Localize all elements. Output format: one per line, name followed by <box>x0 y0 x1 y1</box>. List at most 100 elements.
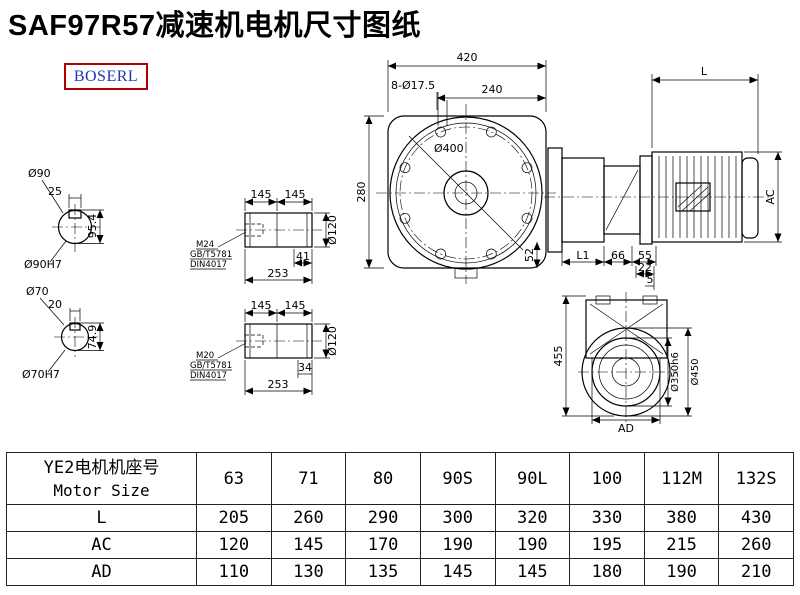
dim-d350-label: Ø350h6 <box>669 352 681 392</box>
value-cell: 130 <box>270 558 347 586</box>
value-cell: 170 <box>345 531 421 559</box>
boserl-logo: BOSERL <box>64 63 148 90</box>
terminal-box <box>675 182 711 212</box>
boserl-logo-text: BOSERL <box>73 67 139 85</box>
table-header-row: YE2电机机座号 Motor Size 63 71 80 90S 90L 100… <box>6 452 794 505</box>
shaft-center-circle <box>454 181 478 205</box>
dim-d90-label: Ø90 <box>28 167 51 180</box>
dim-25-label: 25 <box>48 185 62 198</box>
value-cell: 145 <box>270 531 347 559</box>
value-cell: 260 <box>270 504 347 532</box>
m24-dim-41-label: 41 <box>296 250 310 263</box>
m20-shaft-steps <box>249 324 308 358</box>
dim-d400-label: Ø400 <box>434 142 464 155</box>
size-column-header: 90S <box>419 452 496 505</box>
shaft-detail-m24: 145 145 Ø120 M24 GB/T5781 DIN4017 41 253 <box>190 188 339 284</box>
m20-std-din-label: DIN4017 <box>190 371 227 381</box>
shaft-bore-circle <box>443 170 489 216</box>
dim-5-label: 5 <box>647 273 654 286</box>
flange-bore-circle <box>611 357 641 387</box>
dim-l1-label: L1 <box>576 249 589 262</box>
value-cell: 210 <box>718 558 794 586</box>
motor-size-table: YE2电机机座号 Motor Size 63 71 80 90S 90L 100… <box>6 452 794 586</box>
size-column-header: 90L <box>494 452 571 505</box>
motor-size-header-cell: YE2电机机座号 Motor Size <box>6 452 197 505</box>
m24-thread-label: M24 <box>196 240 214 250</box>
value-cell: 205 <box>196 504 272 532</box>
m20-dim-145b-label: 145 <box>285 299 306 312</box>
motor-flange <box>639 155 653 245</box>
table-row-ac: AC 120 145 170 190 190 195 215 260 <box>6 531 794 559</box>
section-70-keyway <box>69 322 81 331</box>
dim-d450-label: Ø450 <box>689 359 701 386</box>
shaft-section-90: Ø90 25 95.4 Ø90H7 <box>24 167 104 271</box>
gearbox-side-body <box>561 157 605 243</box>
dimension-drawing: Ø400 420 240 8-Ø17.5 280 52 L AC <box>22 51 782 435</box>
dim-bolt-holes-label: 8-Ø17.5 <box>391 79 435 92</box>
d400-diameter-line <box>408 135 524 251</box>
flange-inner-circle <box>598 344 654 400</box>
value-cell: 290 <box>345 504 421 532</box>
m24-std-gb-label: GB/T5781 <box>190 250 232 260</box>
dim-52-label: 52 <box>523 248 536 262</box>
table-row-l: L 205 260 290 300 320 330 380 430 <box>6 504 794 532</box>
page-title: SAF97R57减速机电机尺寸图纸 <box>8 10 421 42</box>
d70-leader-line <box>39 297 65 326</box>
d90h7-leader-line <box>49 240 67 263</box>
m20-tapped-hole <box>245 334 264 348</box>
m20-dim-34-label: 34 <box>298 361 312 374</box>
value-cell: 380 <box>643 504 720 532</box>
m24-shaft-steps <box>249 213 308 247</box>
coupling-hatch-line <box>605 169 639 231</box>
dim-22-label: 22 <box>638 261 652 274</box>
row-label: AC <box>6 531 197 559</box>
dim-240-label: 240 <box>482 83 503 96</box>
d90-leader-line <box>41 179 64 214</box>
shaft-section-70: Ø70 20 74.9 Ø70H7 <box>22 285 104 381</box>
dim-280-label: 280 <box>355 182 368 203</box>
m24-dim-d120-label: Ø120 <box>326 215 339 245</box>
m20-thread-label: M20 <box>196 351 214 361</box>
value-cell: 145 <box>419 558 496 586</box>
dim-95-4-label: 95.4 <box>86 214 99 239</box>
bolt-holes-leader-lines <box>437 92 448 126</box>
housing-bottom-boss <box>454 267 478 279</box>
m20-label-leader-lines <box>190 342 247 381</box>
size-column-header: 100 <box>569 452 645 505</box>
value-cell: 120 <box>196 531 272 559</box>
dim-20-label: 20 <box>48 298 62 311</box>
section-90-keyway <box>68 209 82 219</box>
m24-label-leader-lines <box>190 231 247 270</box>
value-cell: 190 <box>494 531 571 559</box>
value-cell: 215 <box>643 531 720 559</box>
value-cell: 195 <box>569 531 645 559</box>
dim-ad-label: AD <box>618 422 634 435</box>
flange-rim-circle <box>395 122 537 264</box>
table-row-ad: AD 110 130 135 145 145 180 190 210 <box>6 558 794 586</box>
dim-66-label: 66 <box>611 249 625 262</box>
value-cell: 260 <box>718 531 794 559</box>
value-cell: 135 <box>345 558 421 586</box>
m20-std-gb-label: GB/T5781 <box>190 361 232 371</box>
dim-25-ext-lines <box>68 194 82 208</box>
dim-ac-label: AC <box>764 189 777 204</box>
flange-rib-cross <box>589 303 664 355</box>
bolt-pitch-circle <box>399 126 533 260</box>
size-column-header: 112M <box>643 452 720 505</box>
m20-dim-253-label: 253 <box>268 378 289 391</box>
dim-420-label: 420 <box>457 51 478 64</box>
m20-shaft-outline <box>244 323 313 359</box>
m24-dim-253-label: 253 <box>268 267 289 280</box>
flange-bottom-view: 455 Ø350h6 Ø450 AD <box>552 292 701 435</box>
dim-l-ext-lines <box>651 74 759 154</box>
m20-dim-145a-label: 145 <box>251 299 272 312</box>
motor-size-label-cn: YE2电机机座号 <box>43 457 160 478</box>
value-cell: 180 <box>569 558 645 586</box>
bolt-hole-circles <box>399 126 533 260</box>
dim-455-label: 455 <box>552 346 565 367</box>
value-cell: 320 <box>494 504 571 532</box>
motor-side-view: L AC L1 66 55 22 5 <box>544 65 782 290</box>
m24-tapped-hole <box>245 223 264 237</box>
size-column-header: 63 <box>196 452 272 505</box>
dim-455-ext-lines <box>562 295 614 417</box>
